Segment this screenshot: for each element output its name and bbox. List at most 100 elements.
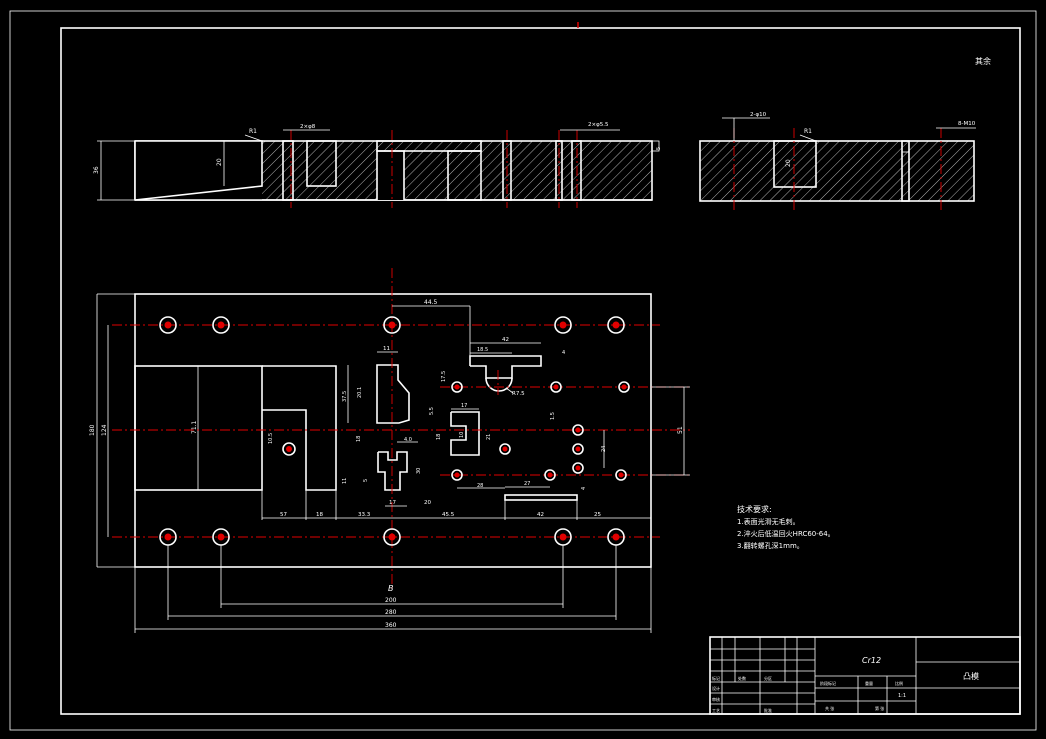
front-view: 36 20 R1 2×φ8 2×φ5.5 5: [93, 122, 662, 208]
corner-mark: 其余: [975, 56, 991, 66]
tb-label: 处数: [738, 675, 746, 681]
dim-span-200: 200: [385, 597, 397, 604]
dim-notch-h: 10.5: [268, 433, 274, 444]
sheet-outer-frame: [9, 10, 1037, 731]
tb-label: 分区: [764, 675, 772, 681]
dim-left-box: 71.1: [191, 420, 198, 434]
tb-label: 设计: [712, 685, 720, 691]
dim-tbar-width: 42: [502, 337, 509, 343]
tech-req-item-2: 2.淬火后低温回火HRC60-64。: [737, 529, 835, 538]
front-dim-chamfer-right: 2×φ5.5: [588, 122, 609, 128]
dim-b-333: 33.3: [358, 512, 371, 518]
tb-label: 批准: [764, 707, 772, 713]
mount-hole: [159, 316, 177, 334]
dim-c-21: 21: [486, 434, 492, 440]
dim-b-25: 25: [594, 512, 601, 518]
dim-slot-height-a: 37.5: [342, 391, 348, 402]
pin-hole: [618, 381, 630, 393]
plan-stepped-slot: [262, 365, 337, 491]
dim-tbar-stem: 18.5: [477, 347, 488, 353]
mount-hole: [383, 316, 401, 334]
dim-block-18: 18: [356, 436, 362, 442]
dim-c-15: 1.5: [550, 412, 556, 420]
plan-slanted-slot: [376, 364, 410, 424]
tb-label: 阶段标记: [820, 680, 836, 686]
tech-requirements: 技术要求: 1.表面光滑无毛刺。 2.淬火后低温回火HRC60-64。 3.翻转…: [737, 504, 835, 550]
side-view-hatch: [700, 141, 974, 201]
dim-c-17: 17: [461, 403, 467, 409]
drawing-number: Cr12: [862, 656, 881, 665]
dim-c-4: 4: [581, 487, 587, 490]
dim-span-360: 360: [385, 622, 397, 629]
dim-block-5: 5: [363, 479, 369, 482]
dim-block-4: 4.0: [404, 437, 412, 443]
title-block: Cr12 凸模 标记 处数 分区 设计 审核 工艺 批准 阶段标记 重量 比例 …: [709, 636, 1021, 715]
plan-t-shape: [377, 451, 408, 491]
tb-label: 审核: [712, 696, 720, 702]
dim-c-24: 24: [601, 446, 607, 452]
tech-req-item-3: 3.翻转螺孔深1mm。: [737, 541, 804, 550]
dim-c-10: 10: [459, 432, 465, 438]
plan-t-bar: [469, 355, 542, 379]
pin-hole: [615, 469, 627, 481]
tech-req-heading: 技术要求:: [737, 504, 772, 514]
mount-hole: [212, 316, 230, 334]
dim-right-51: 51: [677, 426, 684, 434]
tb-scale: 1:1: [898, 693, 906, 699]
pin-hole: [550, 381, 562, 393]
dim-overall-height: 180: [89, 424, 96, 436]
side-dim-holes: 2-φ10: [750, 112, 767, 118]
plan-c-shape: [450, 411, 480, 456]
mount-hole: [554, 316, 572, 334]
dim-inner-height: 124: [101, 424, 108, 436]
dim-top-offset: 44.5: [424, 299, 438, 306]
plan-left-box: [134, 365, 263, 491]
dim-c-28: 28: [477, 483, 483, 489]
pin-hole: [572, 462, 584, 474]
part-name: 凸模: [963, 671, 979, 681]
dim-c-27: 27: [524, 481, 530, 487]
dim-slot-gap: 5.5: [429, 407, 435, 415]
front-dim-height: 36: [93, 166, 100, 174]
tb-label: 比例: [895, 680, 903, 686]
tb-label: 工艺: [712, 708, 720, 713]
mount-hole: [383, 528, 401, 546]
dim-tbar-small: 4: [562, 350, 565, 356]
dim-b-17: 17: [389, 500, 396, 506]
front-dim-chamfer-left: 2×φ8: [300, 124, 316, 130]
tb-label: 第 张: [875, 705, 884, 711]
side-dim-thread: 8-M10: [958, 121, 976, 127]
tb-label: 共 张: [825, 705, 834, 711]
dim-block-11: 11: [342, 478, 348, 484]
side-view: 2-φ10 R1 8-M10 20: [699, 112, 976, 210]
pin-hole: [544, 469, 556, 481]
tb-label: 重量: [865, 680, 873, 686]
plan-holes: [159, 316, 630, 546]
dim-b-label: B: [388, 584, 394, 593]
dim-b-455: 45.5: [442, 512, 455, 518]
pin-hole: [499, 443, 511, 455]
dim-c-18: 18: [436, 434, 442, 440]
dim-block-30: 30: [416, 468, 422, 474]
pin-hole: [451, 469, 463, 481]
dim-b-20: 20: [424, 500, 431, 506]
front-dim-right-small: 5: [656, 147, 662, 150]
front-dim-r1: R1: [249, 128, 257, 135]
side-dim-r1: R1: [804, 128, 812, 135]
dim-tbar-height: 17.5: [441, 371, 447, 382]
front-view-hatch: [262, 141, 652, 200]
dim-b-42: 42: [537, 512, 544, 518]
tech-req-item-1: 1.表面光滑无毛刺。: [737, 517, 800, 526]
plan-long-slot: [504, 494, 578, 501]
dim-slot-len-a: 20.1: [357, 387, 363, 398]
side-dim-depth: 20: [785, 159, 792, 167]
pin-hole: [451, 381, 463, 393]
dim-slot-width-a: 11: [383, 346, 390, 352]
pin-hole: [572, 443, 584, 455]
dim-span-280: 280: [385, 609, 397, 616]
dim-b-18: 18: [316, 512, 323, 518]
front-view-wedge: [134, 140, 263, 201]
dim-b-57: 57: [280, 512, 287, 518]
sheet-inner-frame: [60, 27, 1021, 715]
